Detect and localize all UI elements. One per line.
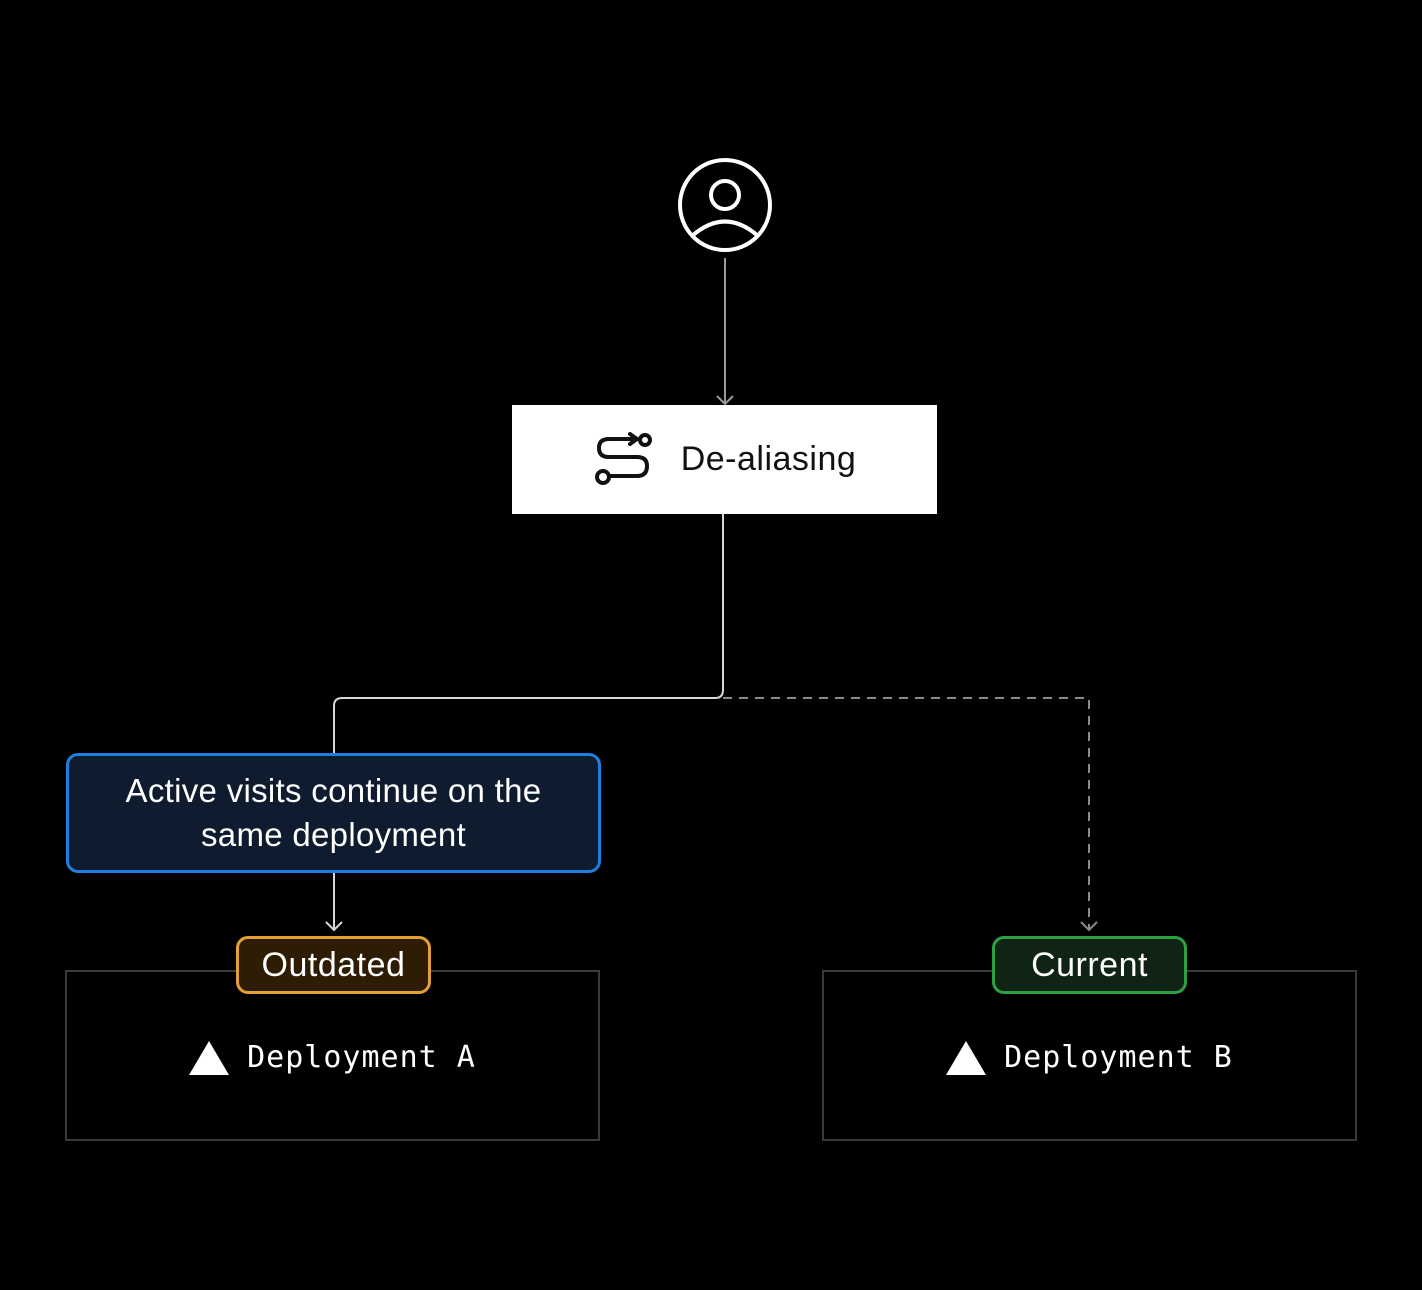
deployment-a-box: Deployment A [65, 970, 600, 1141]
current-badge: Current [992, 936, 1187, 994]
user-circle-icon [678, 158, 772, 252]
dealias-label: De-aliasing [680, 440, 857, 478]
active-visits-note: Active visits continue on the same deplo… [66, 753, 601, 873]
route-icon [594, 431, 652, 485]
dealias-to-current-arrowhead [1080, 921, 1098, 932]
triangle-icon [189, 1040, 230, 1075]
deployment-a-label: Deployment A [247, 1040, 476, 1075]
deployment-b-box: Deployment B [822, 970, 1357, 1141]
active-visits-note-text: Active visits continue on the same deplo… [125, 772, 542, 853]
dealias-to-note-line [333, 514, 724, 753]
dealias-node: De-aliasing [512, 405, 937, 514]
user-to-dealias-arrowhead [716, 395, 734, 406]
dealias-to-current-dashed-line [723, 697, 1090, 929]
note-to-outdated-arrowhead [325, 921, 343, 932]
deployment-b-label: Deployment B [1004, 1040, 1233, 1075]
triangle-icon [946, 1040, 987, 1075]
outdated-badge: Outdated [236, 936, 431, 994]
